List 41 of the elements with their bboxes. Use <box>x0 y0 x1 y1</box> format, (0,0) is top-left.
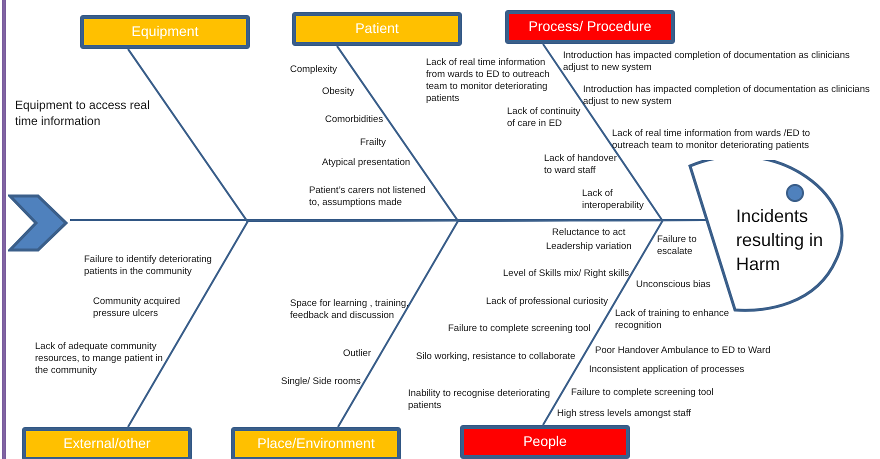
cause-label: Lack of professional curiosity <box>486 296 608 308</box>
cause-label: Inability to recognise deteriorating patients <box>408 388 552 412</box>
category-box: People <box>460 425 630 459</box>
cause-label: High stress levels amongst staff <box>557 408 691 420</box>
cause-label: Failure to complete screening tool <box>448 323 591 335</box>
cause-label: Poor Handover Ambulance to ED to Ward <box>595 345 770 357</box>
cause-label: Lack of handover to ward staff <box>544 153 618 177</box>
cause-label: Atypical presentation <box>322 157 410 169</box>
category-box: Patient <box>292 12 462 46</box>
cause-label: Frailty <box>360 137 386 149</box>
cause-label: Patient’s carers not listened to, assumptions made <box>309 185 427 209</box>
cause-label: Equipment to access real time information <box>15 97 151 129</box>
cause-label: Lack of adequate community resources, to mange patient in the community <box>35 341 164 377</box>
cause-label: Obesity <box>322 86 354 98</box>
cause-label: Failure to identify deteriorating patients in the community <box>84 254 213 278</box>
cause-label: Lack of continuity of care in ED <box>507 106 582 130</box>
cause-label: Lack of training to enhance recognition <box>615 308 730 332</box>
cause-label: Introduction has impacted completion of documentation as clinicians adjust to new system <box>563 50 851 74</box>
cause-label: Single/ Side rooms <box>281 376 361 388</box>
cause-label: Lack of real time information from wards to ED to outreach team to monitor deteriorating patients <box>426 57 551 105</box>
cause-label: Comorbidities <box>325 114 384 126</box>
cause-label: Community acquired pressure ulcers <box>93 296 182 320</box>
cause-label: Inconsistent application of processes <box>589 364 744 376</box>
cause-label: Reluctance to act <box>552 227 626 239</box>
category-box: Equipment <box>80 15 250 49</box>
category-box: Place/Environment <box>231 427 401 459</box>
cause-label: Introduction has impacted completion of documentation as clinicians adjust to new system <box>583 84 871 108</box>
cause-label: Unconscious bias <box>636 279 710 291</box>
effect-label: Incidents resulting in Harm <box>736 205 824 276</box>
cause-label: Failure to escalate <box>657 234 698 258</box>
cause-label: Lack of real time information from wards /ED to outreach team to monitor deteriorating patients <box>612 128 811 152</box>
category-box: External/other <box>22 427 192 459</box>
cause-label: Leadership variation <box>546 241 632 253</box>
cause-label: Complexity <box>290 64 337 76</box>
cause-label: Failure to complete screening tool <box>571 387 714 399</box>
cause-label: Lack of interoperability <box>582 188 645 212</box>
cause-label: Space for learning , training, feedback and discussion <box>290 298 410 322</box>
cause-label: Silo working, resistance to collaborate <box>416 351 576 363</box>
cause-label: Outlier <box>343 348 371 360</box>
cause-label: Level of Skills mix/ Right skills <box>503 268 630 280</box>
category-box: Process/ Procedure <box>505 10 675 44</box>
